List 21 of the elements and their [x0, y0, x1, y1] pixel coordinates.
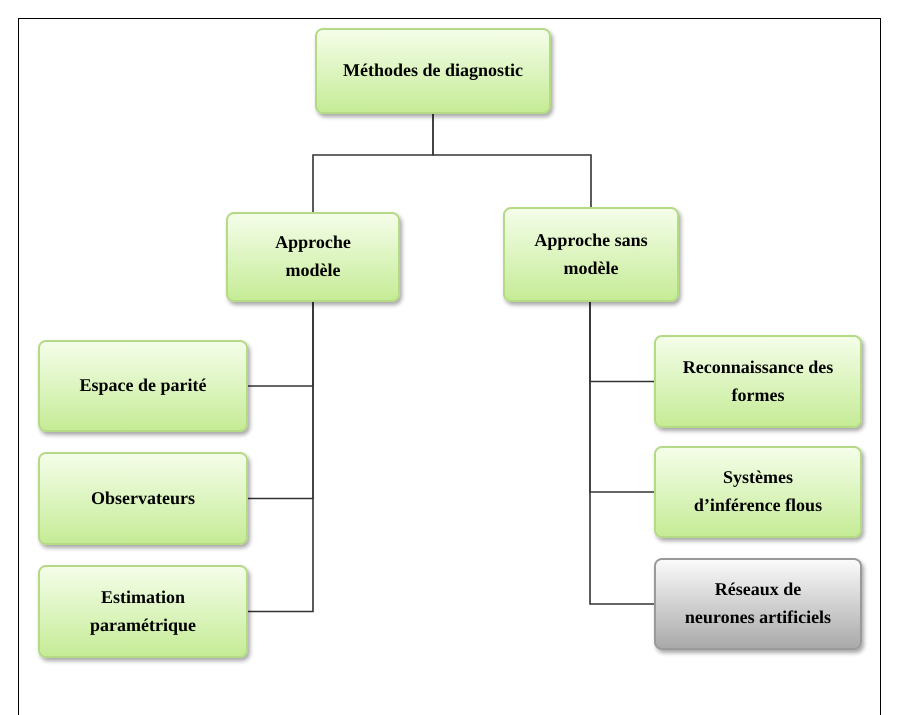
- process-box: [654, 446, 862, 538]
- box-label: Estimation paramétrique: [89, 586, 197, 637]
- box-label: Approche sans modèle: [533, 228, 649, 280]
- process-box: [654, 558, 862, 650]
- process-box: [503, 207, 679, 302]
- process-box: [38, 340, 248, 432]
- process-box: [226, 212, 400, 302]
- box-label: Reconnaissance des formes: [682, 356, 834, 406]
- connector-line: [589, 302, 654, 605]
- process-box: [315, 28, 551, 114]
- box-label: Réseaux de neurones artificiels: [684, 578, 832, 629]
- connector-line: [248, 302, 314, 612]
- box-label: Observateurs: [91, 486, 195, 510]
- box-label: Approche modèle: [274, 231, 352, 282]
- box-label: Méthodes de diagnostic: [343, 59, 523, 82]
- box-label: Systèmes d’inférence flous: [692, 466, 824, 517]
- process-box: [38, 452, 248, 545]
- connector-line: [432, 114, 592, 207]
- box-label: Espace de parité: [80, 374, 206, 398]
- process-box: [38, 565, 248, 658]
- process-box: [654, 335, 862, 428]
